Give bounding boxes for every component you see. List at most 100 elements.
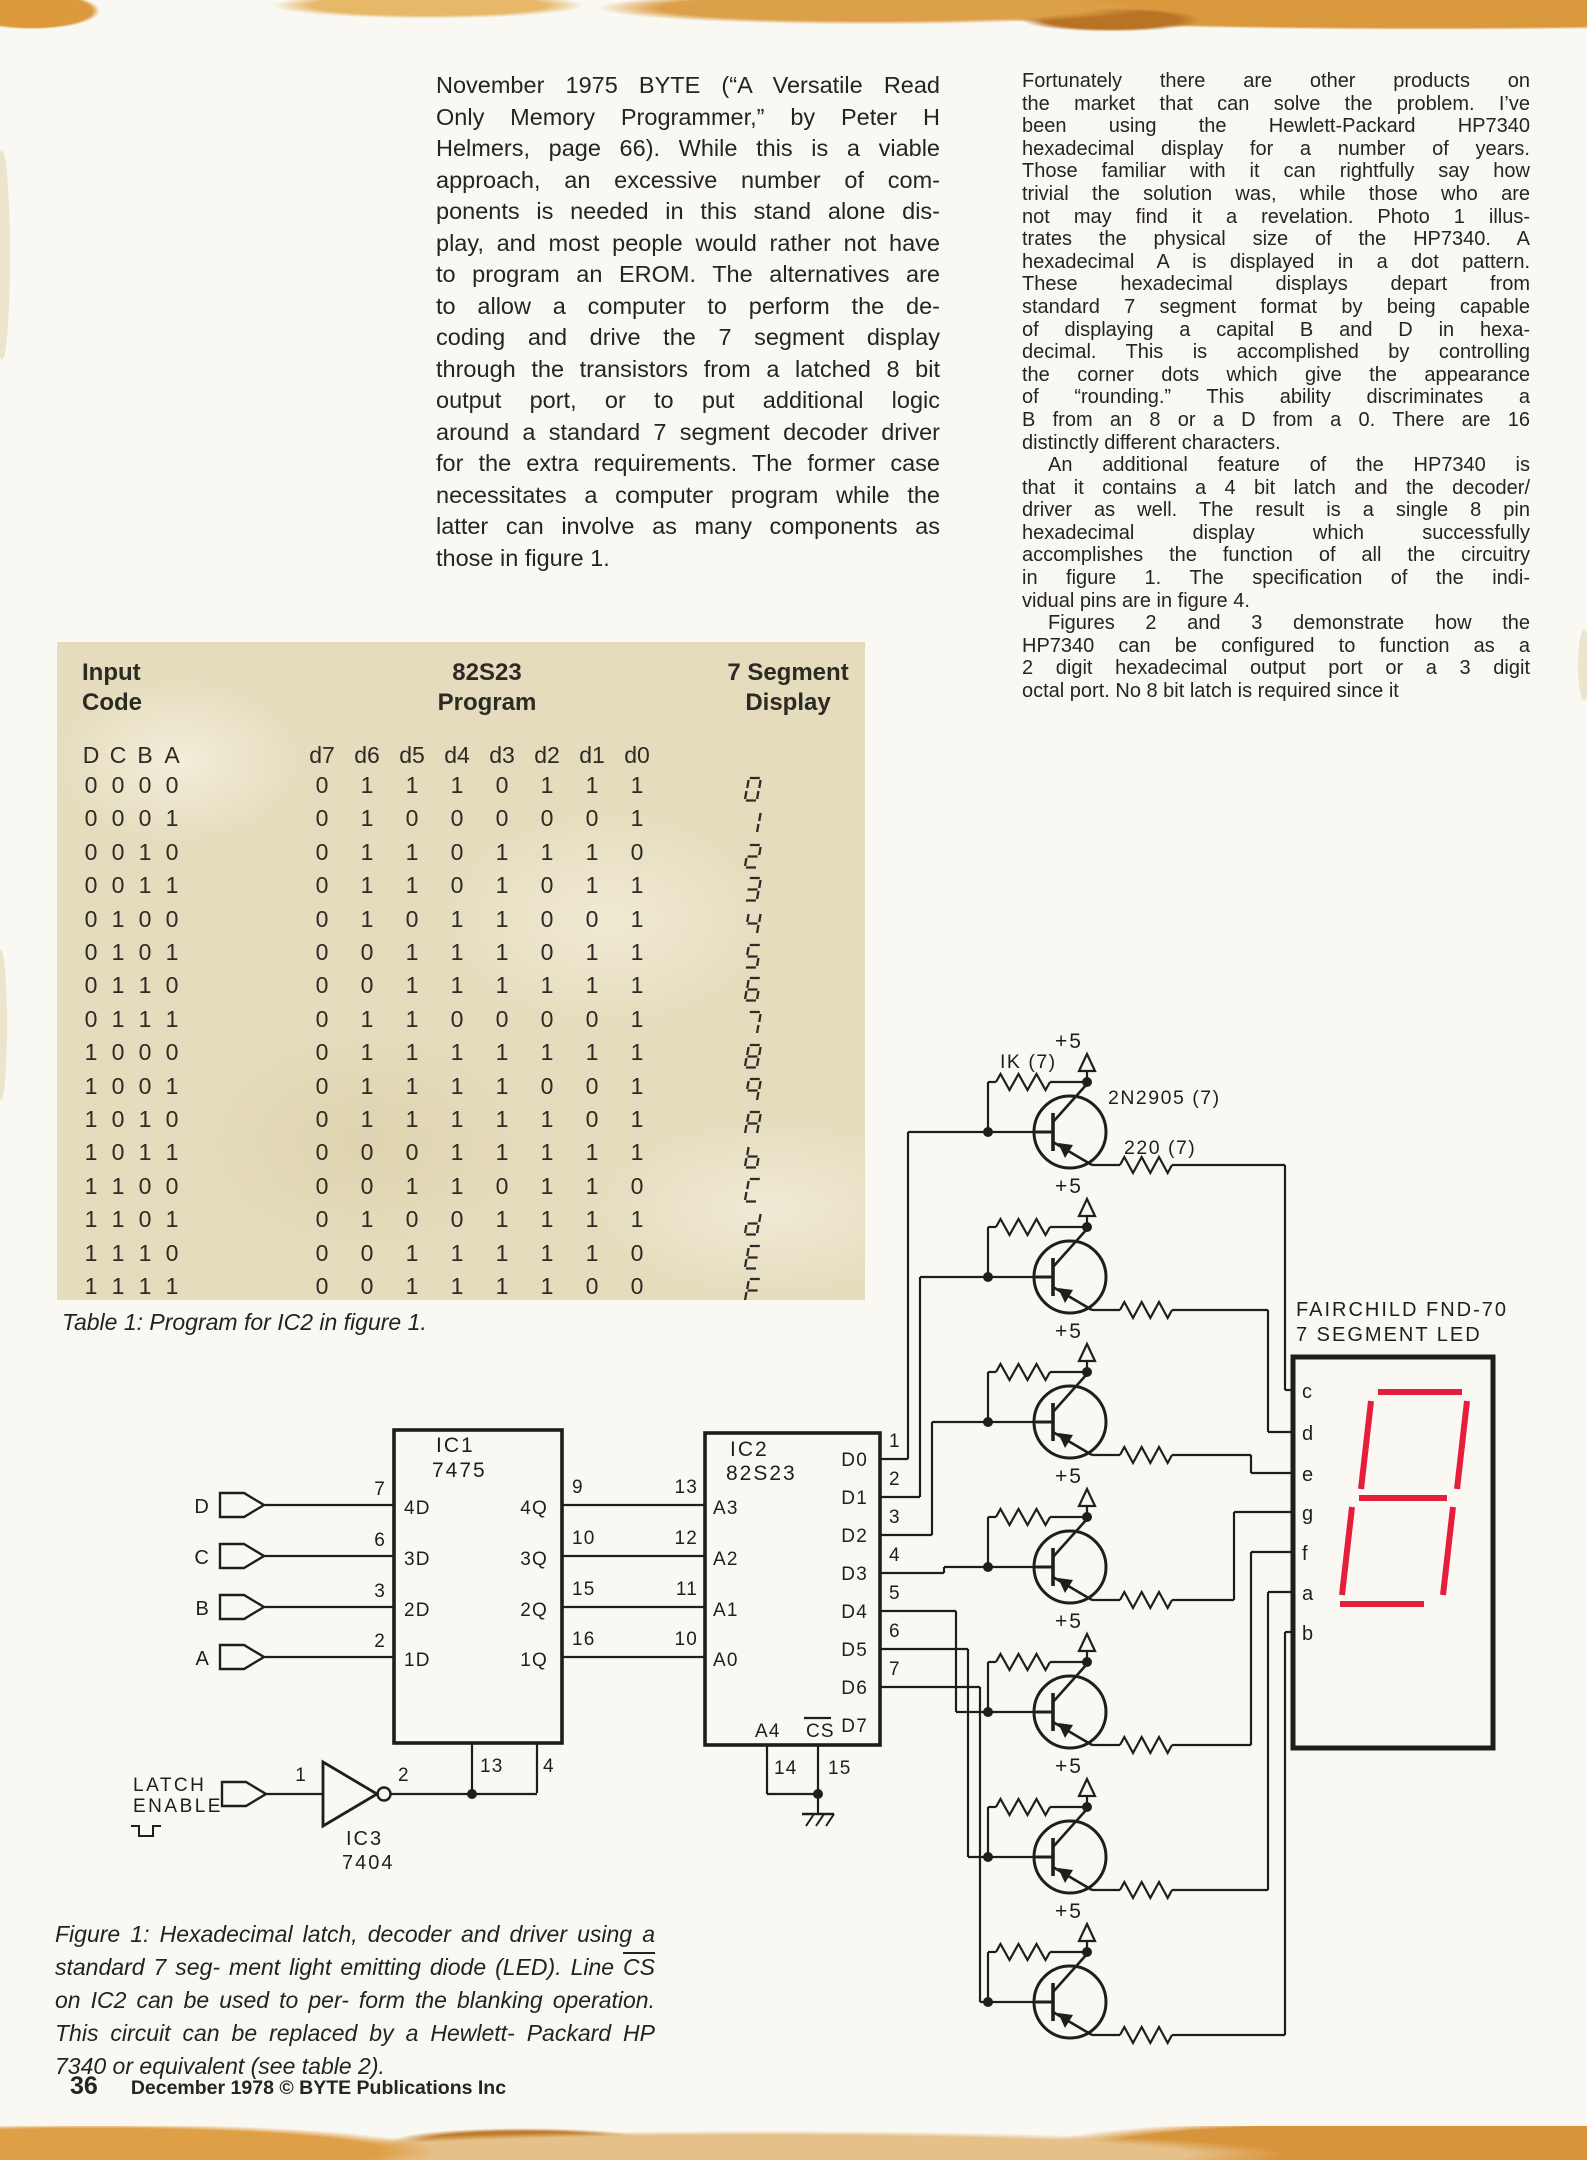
paper-smudge	[1578, 630, 1587, 700]
emitter-arrow-icon	[1058, 1288, 1073, 1303]
program-bit: 0	[450, 1206, 464, 1233]
display-glyph-4	[746, 913, 762, 933]
program-bit: 0	[585, 805, 599, 832]
article-line: hexadecimal display for a number of year…	[1022, 137, 1530, 160]
pin-number: 2	[889, 1469, 901, 1490]
ic2-box	[703, 1431, 882, 1747]
program-bit: 1	[405, 1273, 419, 1299]
ground-icon	[805, 1813, 815, 1827]
program-bit: 1	[540, 1172, 554, 1199]
program-bit: 1	[630, 1039, 644, 1066]
pin-number: 3	[889, 1507, 901, 1528]
program-bit: 1	[585, 872, 599, 899]
program-bit: 1	[450, 1273, 464, 1299]
supply-arrow-icon	[1077, 1051, 1097, 1073]
article-line: 2 digit hexadecimal output port or a 3 d…	[1022, 657, 1530, 680]
program-bit: 1	[405, 1172, 419, 1199]
program-bit-header: d0	[624, 742, 650, 768]
ic1-pin-3D: 3D	[404, 1549, 431, 1570]
led-segment	[1454, 1400, 1470, 1490]
transistor-2n2905	[1032, 1819, 1108, 1895]
ic2-ref: IC2	[730, 1438, 769, 1461]
program-bit: 1	[495, 939, 509, 965]
collector-resistor	[1119, 2024, 1173, 2046]
article-line: output port, or to put additional logic	[436, 387, 940, 413]
ground-icon	[825, 1813, 835, 1827]
program-bit: 0	[360, 1239, 374, 1266]
program-bit: 0	[585, 905, 599, 932]
input-code-bit: 0	[138, 805, 152, 832]
input-label-A: A	[195, 1648, 210, 1670]
program-bit: 1	[495, 972, 509, 999]
ic1-pin-2Q: 2Q	[520, 1600, 548, 1621]
pin-number: 2	[374, 1631, 386, 1652]
input-code-bit: 0	[111, 805, 125, 832]
article-line: coding and drive the 7 segment display	[436, 324, 940, 350]
input-code-bit: 0	[165, 1039, 179, 1066]
emitter-arrow-icon	[1058, 1143, 1073, 1158]
pin-number: 5	[889, 1583, 901, 1604]
article-line: Only Memory Programmer,” by Peter H	[436, 103, 940, 130]
program-bit: 1	[450, 1072, 464, 1099]
input-label-D: D	[194, 1496, 210, 1518]
input-code-bit: 0	[165, 905, 179, 932]
program-bit: 1	[630, 1206, 644, 1233]
ic2-pin-D2: D2	[841, 1526, 868, 1547]
ic2-pin-A1: A1	[713, 1600, 739, 1621]
input-code-bit: 1	[138, 1139, 152, 1166]
transistor-2n2905	[1032, 1674, 1108, 1750]
article-line: Fortunately there are other products on	[1022, 70, 1530, 92]
input-code-bit: 0	[165, 972, 179, 999]
input-code-bit: 0	[165, 1172, 179, 1199]
input-code-bit: 0	[111, 1072, 125, 1099]
ic2-part: 82S23	[726, 1462, 797, 1485]
article-line: B from an 8 or a D from a 0. There are 1…	[1022, 408, 1530, 431]
input-code-bit: 1	[138, 838, 152, 865]
input-code-bit: 0	[111, 872, 125, 899]
pin-number: 9	[572, 1477, 584, 1498]
pin-number: 13	[480, 1756, 504, 1777]
input-code-bit: 0	[111, 838, 125, 865]
pin-number: 1	[889, 1431, 901, 1452]
input-connector-B	[218, 1593, 267, 1621]
input-code-bit: 0	[84, 972, 98, 999]
led-pin-c: c	[1302, 1381, 1313, 1403]
pin-number: 6	[374, 1530, 386, 1551]
program-bit: 0	[450, 838, 464, 865]
program-bit: 1	[630, 872, 644, 899]
pin-number: 14	[774, 1758, 798, 1779]
page-number: 36	[70, 2072, 98, 2100]
program-bit: 0	[315, 1005, 329, 1032]
program-bit: 0	[315, 1039, 329, 1066]
supply-arrow-icon	[1077, 1341, 1097, 1363]
supply-arrow-icon	[1077, 1196, 1097, 1218]
program-bit-header: d6	[354, 742, 380, 768]
input-code-bit: 1	[138, 972, 152, 999]
input-code-bit: 1	[84, 1139, 98, 1166]
led-segment	[1339, 1506, 1355, 1596]
input-code-bit: 0	[138, 772, 152, 798]
wire	[1052, 1808, 1088, 1848]
ground-icon	[815, 1813, 825, 1827]
pin-number: 1	[295, 1765, 307, 1786]
ic1-pin-4D: 4D	[404, 1498, 431, 1519]
input-code-bit: 1	[111, 939, 125, 965]
pin-number: 3	[374, 1581, 386, 1602]
program-bit: 1	[405, 939, 419, 965]
program-bit: 0	[630, 1172, 644, 1199]
program-bit: 0	[585, 1106, 599, 1132]
pin-number: 13	[674, 1477, 698, 1498]
program-bit: 1	[450, 972, 464, 999]
article-line: vidual pins are in figure 4.	[1022, 589, 1250, 612]
article-line: trates the physical size of the HP7340. …	[1022, 228, 1530, 251]
inverter-triangle	[321, 1759, 380, 1829]
input-code-bit: 0	[111, 1106, 125, 1132]
input-code-bit: 0	[138, 1039, 152, 1066]
supply-arrow-icon	[1077, 1776, 1097, 1798]
program-bit: 1	[630, 972, 644, 999]
program-bit: 0	[540, 905, 554, 932]
article-line: necessitates a computer program while th…	[436, 481, 940, 508]
program-bit: 1	[405, 1005, 419, 1032]
